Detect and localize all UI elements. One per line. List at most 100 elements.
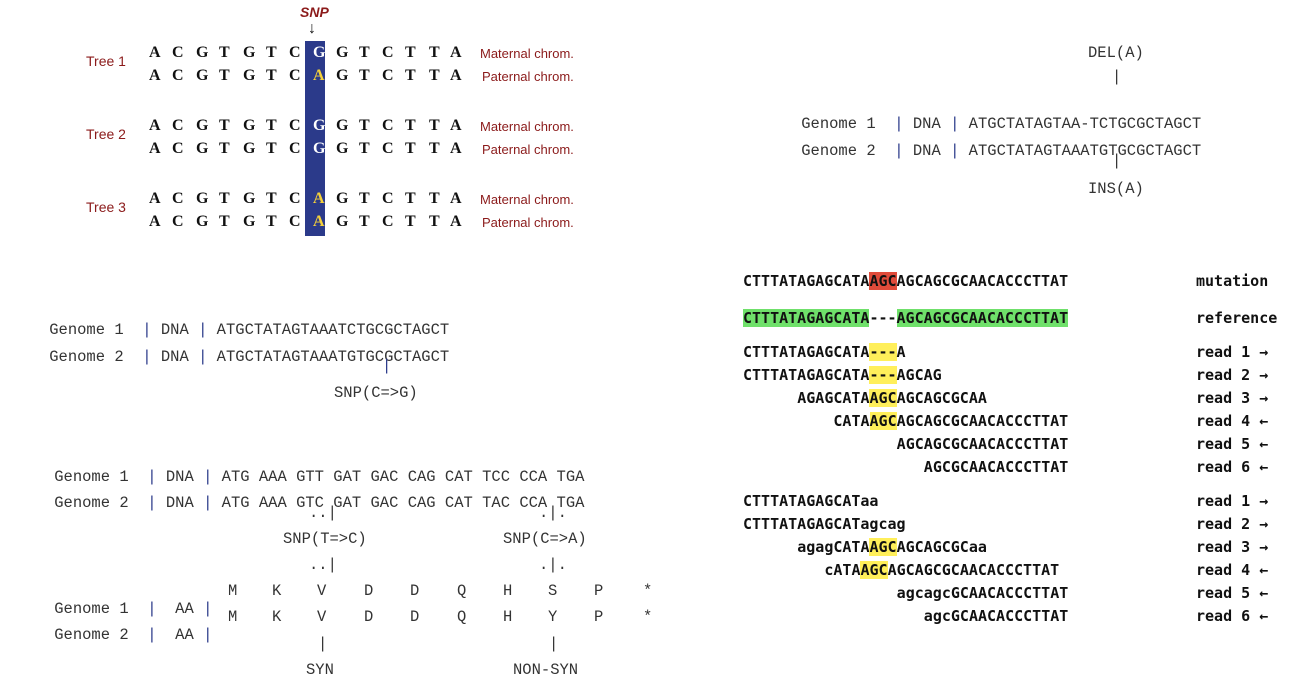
base: G [196,213,209,230]
seq-left: CTTTATAGAGCATA [743,309,870,327]
base: C [382,213,394,230]
base: C [172,213,184,230]
type-label: DNA [165,468,194,486]
seq-right: AGCAGCGCAA [896,389,987,407]
amino-acid: D [364,582,374,600]
read-label: read 6 ← [1196,607,1269,625]
read-label: read 1 → [1196,343,1269,361]
base: T [266,117,277,134]
base: T [219,117,230,134]
syn-label: SYN [306,661,334,679]
read-label: read 2 → [1196,366,1269,384]
base: T [266,44,277,61]
base: T [359,190,370,207]
base: T [429,44,440,61]
base: C [172,140,184,157]
snp-base: A [313,213,325,230]
seq-right: AGCAGCGCAACACCCTTAT [896,309,1069,327]
mark-left-top: ..| [309,504,337,522]
read-label: read 5 ← [1196,435,1269,453]
indel-site: AGC [869,389,897,407]
base: A [450,44,462,61]
chrom-label: Maternal chrom. [480,192,574,207]
base: T [359,44,370,61]
base: T [359,117,370,134]
type-label: DNA [160,321,189,339]
seq-left: CTTTATAGAGCATA [743,366,870,384]
mutation-label: mutation [1196,272,1269,290]
syn-pipe: | [318,635,328,653]
base: A [149,140,161,157]
chrom-label: Maternal chrom. [480,119,574,134]
base: T [359,140,370,157]
seq-left: CTTTATAGAGCATA [743,343,870,361]
base: A [450,67,462,84]
amino-acid: M [228,582,238,600]
ins-label: INS(A) [1088,180,1144,198]
type-label: AA [175,600,194,618]
tree-label: Tree 3 [86,199,126,215]
base: G [336,213,349,230]
type-label: DNA [165,494,194,512]
base: T [429,140,440,157]
aa-genome2-row: Genome 2 | AA | [54,626,222,644]
read-label: read 3 → [1196,389,1269,407]
type-label: AA [175,626,194,644]
read-row: agcagcGCAACACCCTTAT [897,584,1069,602]
sequence: ATGCTATAGTAAATGTGCGCTAGCT [968,142,1202,160]
base: C [289,140,301,157]
base: G [196,67,209,84]
read-label: read 6 ← [1196,458,1269,476]
indel-genome1-row: Genome 1 | DNA | ATGCTATAGTAA-TCTGCGCTAG… [801,115,1202,133]
seq-left: CTTTATAGAGCATagcag [743,515,906,533]
base: C [172,44,184,61]
base: C [289,44,301,61]
base: C [289,117,301,134]
base: A [149,67,161,84]
base: G [196,44,209,61]
base: C [289,213,301,230]
seq-right: AGCAGCGCAACACCCTTAT [887,561,1060,579]
base: G [243,190,256,207]
type-label: DNA [912,142,941,160]
snp-pipe: | [382,357,392,375]
base: T [219,67,230,84]
base: T [219,190,230,207]
read-row: AGAGCATAAGCAGCAGCGCAA [797,389,987,407]
amino-acid: Q [457,582,467,600]
sequence: ATGCTATAGTAAATGTGCGCTAGCT [216,348,450,366]
base: G [196,140,209,157]
base: A [149,117,161,134]
amino-acid: D [410,582,420,600]
seq-left: AGAGCATA [797,389,870,407]
genome-label: Genome 1 [54,468,129,486]
seq-right: AGCAGCGCAACACCCTTAT [896,272,1069,290]
read-label: read 3 → [1196,538,1269,556]
base: T [405,44,416,61]
indel-site: AGC [869,272,897,290]
genome-label: Genome 2 [801,142,876,160]
genome-label: Genome 2 [54,494,129,512]
sequence: ATGCTATAGTAA-TCTGCGCTAGCT [968,115,1202,133]
mutation-row: CTTTATAGAGCATAAGCAGCAGCGCAACACCCTTAT [743,272,1068,290]
indel-site: --- [869,366,897,384]
read-row: AGCGCAACACCCTTAT [924,458,1069,476]
base: C [382,140,394,157]
base: T [359,213,370,230]
snp-title: SNP [300,4,329,20]
amino-acid: V [317,608,327,626]
seq-right: AGCAGCGCaa [896,538,987,556]
amino-acid: K [272,608,282,626]
base: A [149,44,161,61]
base: T [405,140,416,157]
seq-right: AGCAGCGCAACACCCTTAT [896,435,1069,453]
amino-acid: H [503,582,513,600]
base: C [172,117,184,134]
amino-acid: M [228,608,238,626]
read-row: CTTTATAGAGCATA---AGCAG [743,366,942,384]
base: T [266,190,277,207]
snp-left-label: SNP(T=>C) [283,530,367,548]
amino-acid: D [410,608,420,626]
type-label: DNA [160,348,189,366]
base: T [266,140,277,157]
